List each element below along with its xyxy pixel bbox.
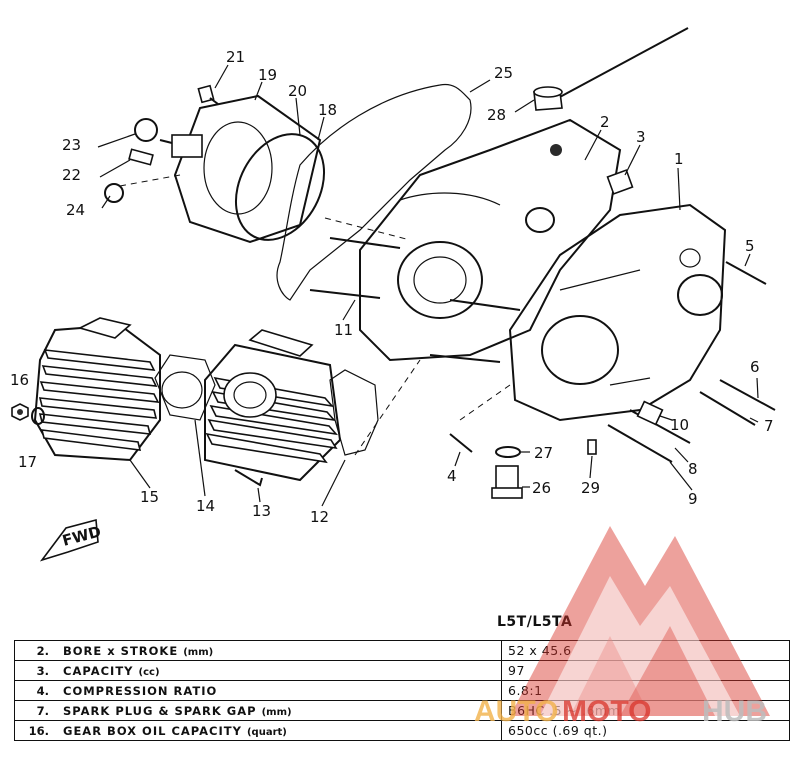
- callout-3: 3: [636, 128, 646, 146]
- callout-11: 11: [334, 321, 353, 339]
- spec-number: 3.: [14, 660, 57, 681]
- forward-arrow: FWD: [39, 518, 103, 562]
- o-ring-23: [134, 118, 158, 142]
- table-row: 2. BORE x STROKE (mm) 52 x 45.6: [14, 640, 790, 661]
- callout-21: 21: [226, 48, 245, 66]
- nut-16: [11, 403, 29, 421]
- spec-table: 2. BORE x STROKE (mm) 52 x 45.6 3. CAPAC…: [14, 640, 790, 741]
- spec-label: BORE x STROKE (mm): [57, 640, 502, 661]
- spec-label: CAPACITY (cc): [57, 660, 502, 681]
- model-label: L5T/L5TA: [497, 614, 573, 630]
- callout-14: 14: [196, 497, 215, 515]
- callout-8: 8: [688, 460, 698, 478]
- table-row: 4. COMPRESSION RATIO 6.8:1: [14, 680, 790, 701]
- callout-7: 7: [764, 417, 774, 435]
- callout-9: 9: [688, 490, 698, 508]
- spec-value: 6.8:1: [501, 680, 790, 701]
- callout-18: 18: [318, 101, 337, 119]
- spec-number: 2.: [14, 640, 57, 661]
- callout-1: 1: [674, 150, 684, 168]
- callout-12: 12: [310, 508, 329, 526]
- callout-13: 13: [252, 502, 271, 520]
- drain-plug-26: [491, 465, 523, 499]
- callout-15: 15: [140, 488, 159, 506]
- spec-label: GEAR BOX OIL CAPACITY (quart): [57, 720, 502, 741]
- bolt-22: [128, 148, 154, 166]
- table-row: 16. GEAR BOX OIL CAPACITY (quart) 650cc …: [14, 720, 790, 741]
- bolt-21: [197, 84, 219, 105]
- bolt-9: [607, 424, 673, 463]
- callout-22: 22: [62, 166, 81, 184]
- cylinder-head: [33, 317, 161, 462]
- callout-5: 5: [745, 237, 755, 255]
- callout-10: 10: [670, 416, 689, 434]
- spec-number: 4.: [14, 680, 57, 701]
- callout-27: 27: [534, 444, 553, 462]
- spec-label: SPARK PLUG & SPARK GAP (mm): [57, 700, 502, 721]
- cylinder-gasket: [329, 369, 379, 456]
- callout-29: 29: [581, 479, 600, 497]
- dowel-10: [636, 400, 664, 426]
- callout-25: 25: [494, 64, 513, 82]
- callout-20: 20: [288, 82, 307, 100]
- table-row: 7. SPARK PLUG & SPARK GAP (mm) B6HC .5 ~…: [14, 700, 790, 721]
- bolt-5: [725, 261, 767, 285]
- pin-29: [587, 439, 597, 455]
- spec-value: B6HC .5 ~ .6mm: [501, 700, 790, 721]
- bolt-6: [719, 379, 776, 411]
- o-ring-24: [104, 183, 124, 203]
- spec-value: 650cc (.69 qt.): [501, 720, 790, 741]
- bolt-7: [699, 391, 756, 426]
- callout-4: 4: [447, 467, 457, 485]
- cylinder: [204, 329, 342, 487]
- spec-number: 7.: [14, 700, 57, 721]
- head-gasket: [154, 354, 216, 421]
- cylinder-studs: [309, 237, 521, 363]
- washer-17: [31, 407, 45, 425]
- callout-2: 2: [600, 113, 610, 131]
- engine-exploded-diagram: FWD 1 2 3 4 5 6 7 8 9 10 1: [10, 27, 776, 562]
- bolt-4: [449, 433, 473, 453]
- callout-24: 24: [66, 201, 85, 219]
- spec-value: 52 x 45.6: [501, 640, 790, 661]
- callout-23: 23: [62, 136, 81, 154]
- dowel-3: [606, 169, 634, 195]
- spec-value: 97: [501, 660, 790, 681]
- spec-label: COMPRESSION RATIO: [57, 680, 502, 701]
- callout-17: 17: [18, 453, 37, 471]
- table-row: 3. CAPACITY (cc) 97: [14, 660, 790, 681]
- o-ring-large: [234, 133, 326, 241]
- crankcase-gasket: [276, 83, 472, 301]
- oil-filler-dipstick: [533, 27, 689, 111]
- callout-19: 19: [258, 66, 277, 84]
- callout-26: 26: [532, 479, 551, 497]
- callout-16: 16: [10, 371, 29, 389]
- crankcase-left: [359, 118, 622, 362]
- spec-number: 16.: [14, 720, 57, 741]
- callout-28: 28: [487, 106, 506, 124]
- washer-27: [495, 446, 521, 458]
- callout-6: 6: [750, 358, 760, 376]
- crankcase-right: [508, 203, 727, 422]
